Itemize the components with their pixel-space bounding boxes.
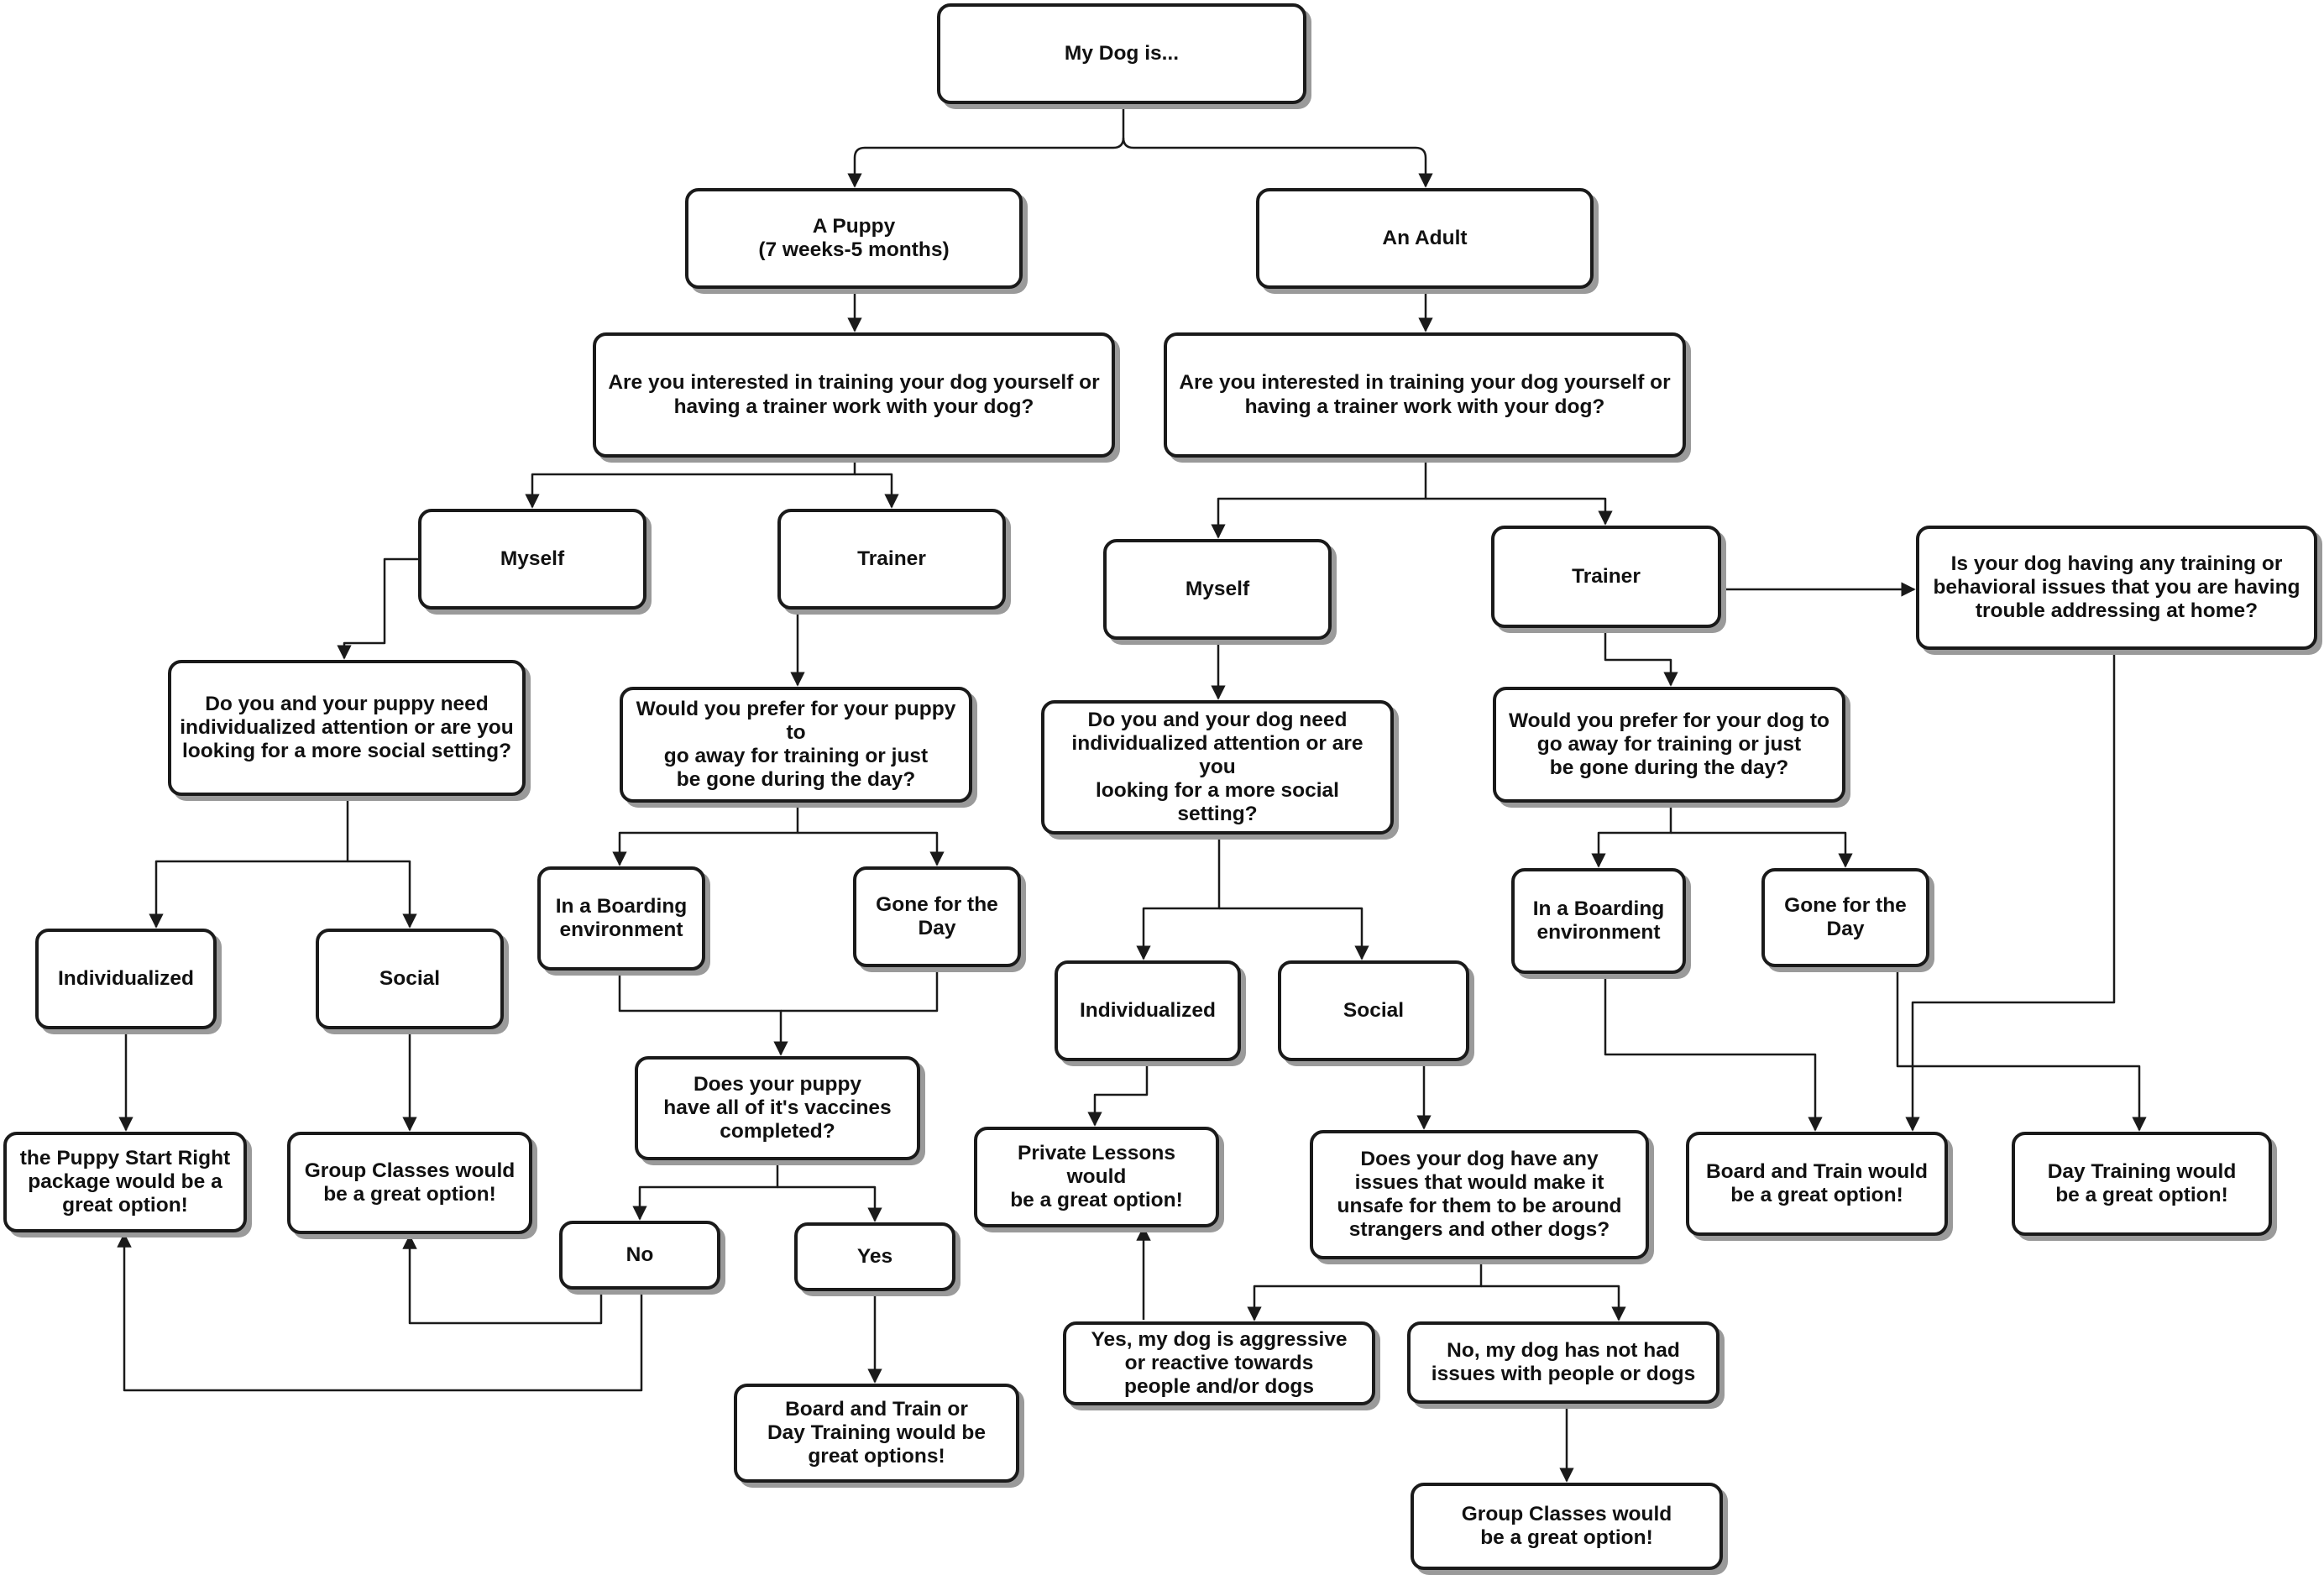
edge-adult-question-trainer [1426, 497, 1613, 526]
node-adult-gone-for-day: Gone for the Day [1761, 868, 1929, 967]
node-adult-no-issues: No, my dog has not had issues with peopl… [1407, 1321, 1719, 1404]
node-adult-board-train-option: Board and Train would be a great option! [1686, 1132, 1948, 1236]
node-puppy-vaccines-question: Does your puppy have all of it's vaccine… [635, 1056, 920, 1160]
edge-root-puppy [847, 104, 1125, 188]
edge-adult-question-myself [1211, 458, 1427, 539]
edge-puppy-no-group [402, 1234, 603, 1325]
node-my-dog-is: My Dog is... [937, 3, 1306, 104]
node-adult-group-classes-option: Group Classes would be a great option! [1411, 1483, 1723, 1570]
node-an-adult: An Adult [1256, 188, 1594, 289]
node-puppy-boarding: In a Boarding environment [537, 866, 705, 971]
node-puppy-no: No [559, 1221, 720, 1290]
node-adult-away-question: Would you prefer for your dog to go away… [1493, 687, 1845, 803]
node-adult-boarding: In a Boarding environment [1511, 868, 1686, 974]
edge-adult-away-gone [1671, 831, 1853, 868]
edge-puppy-question-trainer [855, 473, 899, 509]
edge-puppy-away-gone [798, 831, 945, 866]
node-adult-issues-question: Is your dog having any training or behav… [1916, 526, 2317, 650]
node-puppy-board-day-option: Board and Train or Day Training would be… [734, 1384, 1019, 1483]
edge-adult-away-boarding [1591, 803, 1672, 868]
node-puppy-attention-question: Do you and your puppy need individualize… [168, 660, 526, 796]
edge-puppy-question-myself [525, 458, 856, 509]
node-puppy-start-right-option: the Puppy Start Right package would be a… [3, 1132, 247, 1232]
edge-adult-attention-individualized [1136, 835, 1221, 960]
node-adult-safety-question: Does your dog have any issues that would… [1310, 1130, 1649, 1259]
node-puppy-away-question: Would you prefer for your puppy to go aw… [620, 687, 972, 803]
edge-puppy-attention-social [348, 860, 417, 929]
edge-adult-safety-yes [1247, 1259, 1483, 1321]
node-adult-day-training-option: Day Training would be a great option! [2012, 1132, 2272, 1236]
node-adult-private-lessons-option: Private Lessons would be a great option! [974, 1127, 1219, 1227]
node-puppy-training-question: Are you interested in training your dog … [593, 332, 1115, 458]
node-a-puppy: A Puppy (7 weeks-5 months) [685, 188, 1023, 289]
edge-adult-issues-board-train [1905, 650, 2116, 1132]
node-adult-attention-question: Do you and your dog need individualized … [1041, 700, 1394, 835]
edge-root-adult [1122, 137, 1433, 188]
node-adult-training-question: Are you interested in training your dog … [1164, 332, 1686, 458]
edge-puppy-vaccines-no [632, 1160, 779, 1221]
node-adult-myself: Myself [1103, 539, 1332, 640]
edge-puppy-boarding-vaccines [618, 971, 788, 1056]
node-puppy-gone-for-day: Gone for the Day [853, 866, 1021, 967]
edge-adult-safety-no [1481, 1285, 1626, 1321]
edge-adult-trainer-away [1604, 628, 1678, 687]
node-puppy-trainer: Trainer [777, 509, 1006, 610]
edge-adult-attention-social [1219, 907, 1369, 960]
node-adult-yes-aggressive: Yes, my dog is aggressive or reactive to… [1063, 1321, 1375, 1405]
edge-puppy-attention-individualized [149, 796, 349, 929]
node-puppy-myself: Myself [418, 509, 646, 610]
edge-puppy-gone-vaccines [781, 967, 939, 1012]
node-puppy-individualized: Individualized [35, 929, 217, 1029]
node-adult-social: Social [1278, 960, 1469, 1061]
edge-puppy-vaccines-yes [777, 1185, 882, 1222]
node-puppy-yes: Yes [794, 1222, 955, 1291]
node-adult-trainer: Trainer [1491, 526, 1721, 628]
edge-adult-individualized-private [1087, 1061, 1149, 1127]
node-puppy-social: Social [316, 929, 504, 1029]
edge-adult-gone-day-training [1896, 967, 2147, 1132]
edge-puppy-no-start-right [117, 1232, 643, 1392]
edge-adult-boarding-board-train [1604, 974, 1823, 1132]
node-puppy-group-classes-option: Group Classes would be a great option! [287, 1132, 532, 1234]
edge-puppy-myself-attention [337, 557, 418, 660]
edge-puppy-away-boarding [612, 803, 799, 866]
node-adult-individualized: Individualized [1055, 960, 1241, 1061]
